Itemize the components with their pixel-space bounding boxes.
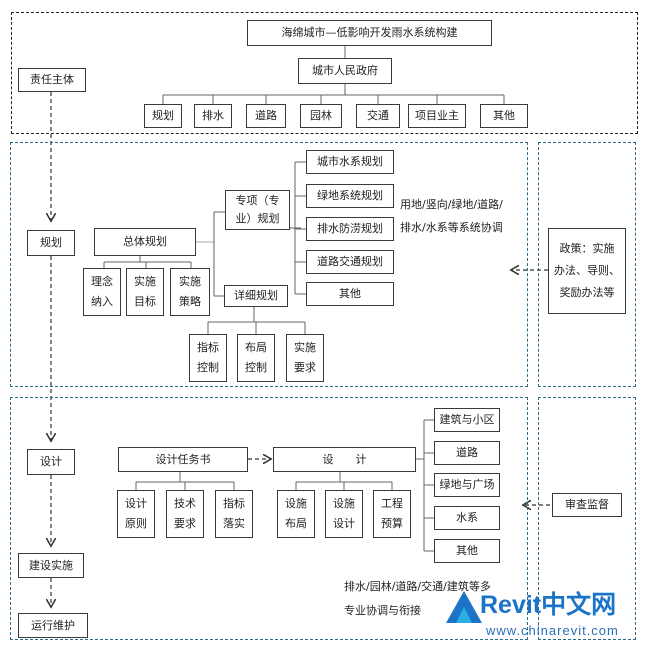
dept-traffic: 交通 xyxy=(356,104,400,128)
dept-drainage: 排水 xyxy=(194,104,232,128)
overall-planning: 总体规划 xyxy=(94,228,196,256)
detailed-item-indicators: 指标 控制 xyxy=(189,334,227,382)
logo-mark-icon xyxy=(446,591,482,623)
design-coordination-note: 排水/园林/道路/交通/建筑等多 专业协调与衔接 xyxy=(344,580,491,617)
special-item-green-space: 绿地系统规划 xyxy=(306,184,394,208)
logo-url: www.chinarevit.com xyxy=(486,623,619,638)
planning-frame xyxy=(10,142,528,387)
detailed-planning: 详细规划 xyxy=(224,285,288,307)
type-roads: 道路 xyxy=(434,441,500,465)
stage-planning: 规划 xyxy=(27,230,75,256)
review-box: 审查监督 xyxy=(552,493,622,517)
overall-item-strategy: 实施 策略 xyxy=(170,268,210,316)
brief-item-technical: 技术 要求 xyxy=(166,490,204,538)
stage-design: 设计 xyxy=(27,449,75,475)
detailed-item-requirements: 实施 要求 xyxy=(286,334,324,382)
type-water: 水系 xyxy=(434,506,500,530)
special-item-water-system: 城市水系规划 xyxy=(306,150,394,174)
stage-operation: 运行维护 xyxy=(18,613,88,638)
special-item-other: 其他 xyxy=(306,282,394,306)
detailed-item-layout: 布局 控制 xyxy=(237,334,275,382)
responsible-party: 责任主体 xyxy=(18,68,86,92)
design-item-budget: 工程 预算 xyxy=(373,490,411,538)
dept-landscape: 园林 xyxy=(300,104,342,128)
overall-item-target: 实施 目标 xyxy=(126,268,164,316)
overall-item-concept: 理念 纳入 xyxy=(83,268,121,316)
dept-project-owner: 项目业主 xyxy=(408,104,466,128)
logo-brand-cn: 中文网 xyxy=(541,591,617,619)
special-item-drainage: 排水防涝规划 xyxy=(306,217,394,241)
brief-item-indicators: 指标 落实 xyxy=(215,490,253,538)
design-frame xyxy=(10,397,528,640)
design-item-facility: 设施 设计 xyxy=(325,490,363,538)
policy-box: 政策：实施 办法、导则、 奖励办法等 xyxy=(548,228,626,314)
dept-other: 其他 xyxy=(480,104,528,128)
review-frame xyxy=(538,397,636,640)
type-other: 其他 xyxy=(434,539,500,563)
responsibility-frame xyxy=(11,12,638,134)
brief-item-principles: 设计 原则 xyxy=(117,490,155,538)
type-green-plaza: 绿地与广场 xyxy=(434,473,500,497)
design-brief: 设计任务书 xyxy=(118,447,248,472)
design-item-layout: 设施 布局 xyxy=(277,490,315,538)
dept-planning: 规划 xyxy=(144,104,182,128)
special-item-road-traffic: 道路交通规划 xyxy=(306,250,394,274)
planning-coordination-note: 用地/竖向/绿地/道路/ 排水/水系等系统协调 xyxy=(400,198,503,234)
special-planning: 专项（专 业）规划 xyxy=(225,190,290,230)
system-title: 海绵城市—低影响开发雨水系统构建 xyxy=(247,20,492,46)
stage-construction: 建设实施 xyxy=(18,553,84,578)
policy-frame xyxy=(538,142,636,387)
city-government: 城市人民政府 xyxy=(298,58,392,84)
dept-roads: 道路 xyxy=(246,104,286,128)
logo-brand: Revit中文网 xyxy=(480,590,616,620)
design-box: 设 计 xyxy=(273,447,416,472)
type-buildings: 建筑与小区 xyxy=(434,408,500,432)
logo-brand-latin: Revit xyxy=(480,591,542,619)
